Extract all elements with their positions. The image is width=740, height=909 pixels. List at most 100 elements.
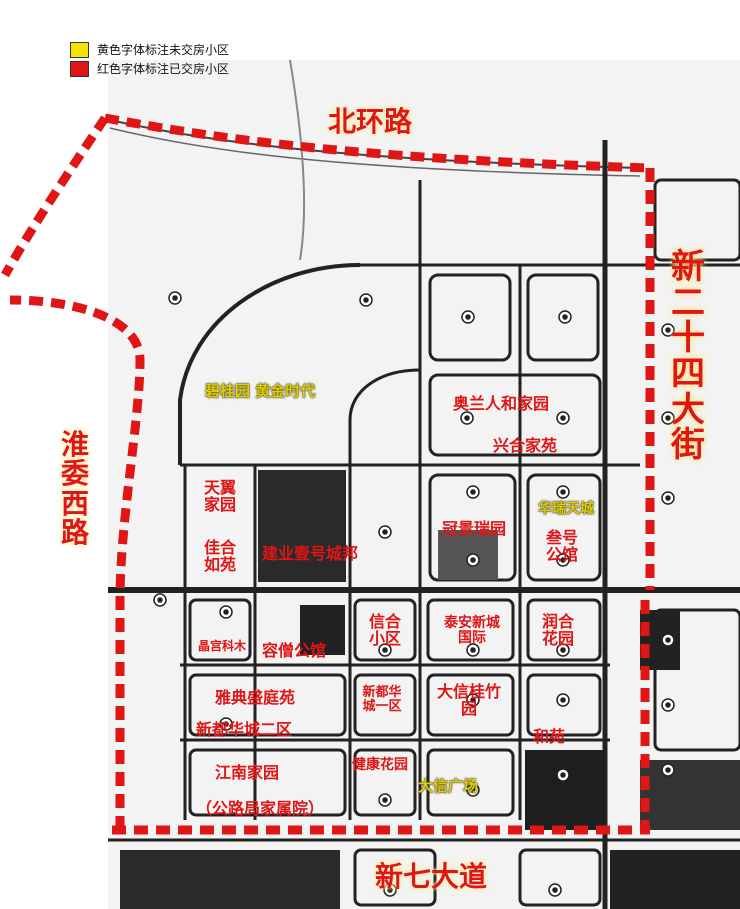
poi-markers [153,291,675,897]
block-f [188,598,252,662]
community-delivered: 新都华城二区 [196,720,293,739]
poi-marker-dot [363,297,369,303]
boundary-lines [1,113,655,835]
block-south-1 [353,848,437,907]
poi-marker-dot [223,721,229,727]
block-b [526,273,600,362]
dark-block-3 [300,605,345,655]
poi-marker-dot [665,495,671,501]
block-g [353,598,417,662]
poi-marker-dot [560,697,566,703]
poi-marker-dot [665,415,671,421]
poi-marker-dot [465,314,471,320]
poi-marker-dot [665,702,671,708]
poi-marker-dot [223,609,229,615]
legend-swatch-yellow [70,41,89,58]
block-m [526,673,602,737]
block-a [428,273,512,362]
block-h [426,598,515,662]
community-delivered: 大信桂竹园 [436,682,501,718]
community-pending: 大信广场 [418,777,479,795]
legend-swatch-red [70,60,89,77]
block-n [188,748,347,817]
poi-marker-dot [382,797,388,803]
dark-block-7 [120,850,340,909]
community-delivered: 叁号公馆 [545,528,578,564]
poi-marker-dot [470,697,476,703]
community-delivered: 晶宫科木 [198,639,247,653]
community-delivered: 天翼家园 [203,478,236,514]
rail-line-2 [109,127,641,177]
poi-marker-dot [387,887,393,893]
boundary-west [9,295,145,830]
poi-marker-dot [560,489,566,495]
poi-marker-dot [552,887,558,893]
inner-arc [348,368,421,465]
boundary-west-ext [1,115,109,278]
block-p [426,748,515,817]
community-delivered: （公路局家属院） [196,799,325,818]
legend-label: 红色字体标注已交房小区 [97,62,230,76]
block-south-2 [518,848,602,907]
dark-block-8 [640,760,740,830]
legend-label: 黄色字体标注未交房小区 [97,43,230,57]
poi-marker-dot [560,772,566,778]
community-delivered: 新都华城一区 [362,685,402,714]
dark-block-4 [525,750,605,830]
block-l [426,673,515,737]
block-east-2 [653,608,740,752]
north-curve [289,59,306,261]
poi-marker-dot [562,314,568,320]
dark-block-1 [258,470,346,582]
poi-marker-dot [382,647,388,653]
poi-marker-dot [157,597,163,603]
community-delivered: 佳合如苑 [203,538,236,574]
community-delivered: 建业壹号城邦 [262,544,359,563]
block-k [353,673,417,737]
road-label-west: 淮委西路 [60,428,89,550]
community-delivered: 健康花园 [352,757,408,773]
poi-marker-dot [560,647,566,653]
road-label-south: 新七大道 [375,860,488,893]
community-delivered: 容僧公馆 [262,641,327,660]
road-label-north: 北环路 [328,105,413,138]
poi-marker-dot [470,647,476,653]
poi-marker-dot [560,557,566,563]
bigui-arc [178,263,361,465]
road-label-east: 新二十四大街 [671,247,705,466]
community-delivered: 兴合家苑 [493,436,558,455]
boundary-north [104,113,651,173]
community-delivered: 润合花园 [541,612,574,648]
dark-block-6 [610,850,740,909]
community-delivered: 和苑 [533,727,566,746]
block-e [526,473,602,582]
poi-marker-dot [470,557,476,563]
map-background [108,60,740,909]
poi-marker-dot [665,327,671,333]
block-east-1 [653,178,740,262]
poi-marker-dot [665,637,671,643]
legend-item-delivered: 红色字体标注已交房小区 [70,59,229,78]
poi-marker-dot [560,415,566,421]
community-delivered: 雅典盛庭苑 [215,688,296,707]
poi-marker-dot [172,295,178,301]
community-delivered: 泰安新城国际 [444,615,500,646]
legend: 黄色字体标注未交房小区 红色字体标注已交房小区 [70,40,229,78]
block-i [526,598,602,662]
poi-marker-dot [470,787,476,793]
poi-marker-dot [382,529,388,535]
poi-marker-dot [464,415,470,421]
legend-item-pending: 黄色字体标注未交房小区 [70,40,229,59]
community-delivered: 信合小区 [368,612,401,648]
block-j [188,673,347,737]
poi-marker-dot [470,489,476,495]
community-delivered: 奥兰人和家园 [453,394,550,413]
community-pending: 碧桂园 黄金时代 [205,382,316,400]
block-c [428,373,602,457]
community-delivered: 冠景瑞园 [442,519,507,538]
dark-block-2 [438,530,498,580]
community-delivered: 江南家园 [215,763,280,782]
community-pending: 华瑞天城 [538,501,594,517]
poi-marker-dot [665,767,671,773]
